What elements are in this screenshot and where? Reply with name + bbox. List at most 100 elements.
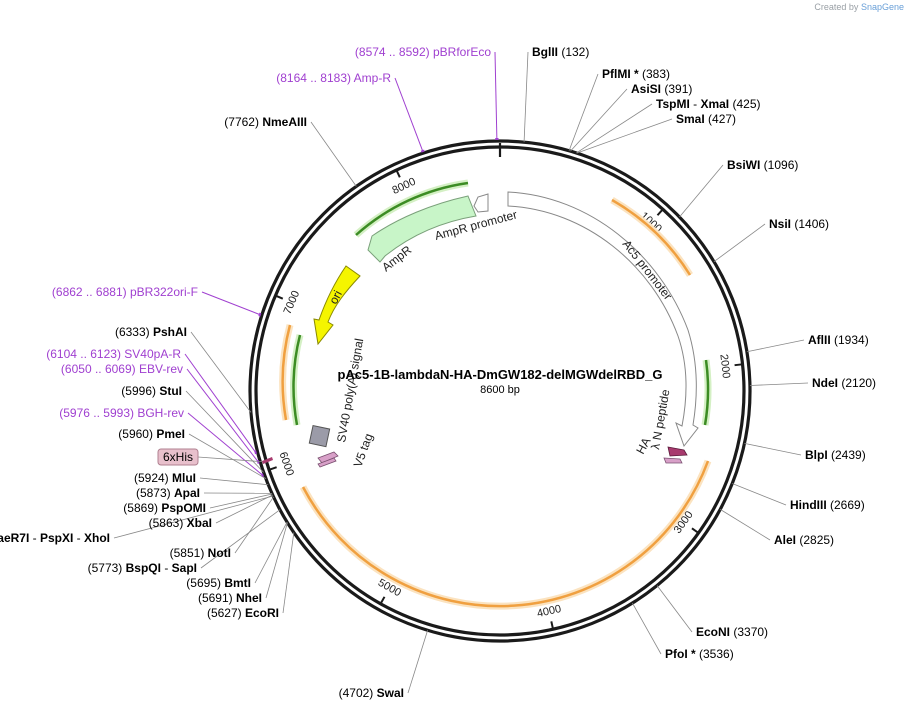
ruler-tick-8000 xyxy=(396,170,399,177)
enzyme-label-part: (2825) xyxy=(796,533,834,547)
primer-label: (8164 .. 8183) Amp-R xyxy=(276,71,391,85)
enzyme-label-part: BsiWI xyxy=(727,158,760,172)
feature-label-v5: V5 tag xyxy=(351,432,376,469)
ampr-promoter-arrow xyxy=(474,194,488,212)
enzyme-label-part: TspMI xyxy=(656,97,690,111)
enzyme-label-part: (5691) xyxy=(198,591,236,605)
enzyme-leader-line xyxy=(408,630,428,693)
primer-leader-line xyxy=(202,292,260,315)
enzyme-leader-line xyxy=(255,522,287,583)
enzyme-site-label: SmaI (427) xyxy=(676,112,736,126)
enzyme-label-part: BglII xyxy=(532,45,558,59)
primer-name: SV40pA-R xyxy=(124,347,181,361)
enzyme-site-label: AsiSI (391) xyxy=(631,82,692,96)
enzyme-label-part: MluI xyxy=(172,471,196,485)
enzyme-site-label: PflMI * (383) xyxy=(602,67,670,81)
enzyme-site-label: (4702) SwaI xyxy=(339,686,404,700)
sv40-signal-box xyxy=(309,426,329,447)
lambda-n-arrow xyxy=(664,458,682,463)
enzyme-leader-line xyxy=(191,332,251,412)
primer-name: EBV-rev xyxy=(139,362,183,376)
enzyme-label-part: HindIII xyxy=(790,498,827,512)
enzyme-label-part: PflMI * xyxy=(602,67,639,81)
primer-range: (6104 .. 6123) xyxy=(46,347,124,361)
enzyme-label-part: (383) xyxy=(639,67,670,81)
enzyme-leader-line xyxy=(714,224,765,262)
plasmid-size: 8600 bp xyxy=(480,384,520,396)
enzyme-label-part: NheI xyxy=(236,591,262,605)
enzyme-label-part: (5695) xyxy=(186,576,224,590)
enzyme-label-part: (391) xyxy=(661,82,692,96)
primer-mark xyxy=(262,474,263,477)
enzyme-leader-line xyxy=(200,478,268,485)
enzyme-label-part: NdeI xyxy=(812,376,838,390)
enzyme-site-label: (5851) NotI xyxy=(170,546,231,560)
ruler-tick-label: 8000 xyxy=(390,176,417,197)
enzyme-site-label: (5863) XbaI xyxy=(149,516,212,530)
enzyme-label-part: PspOMI xyxy=(161,501,206,515)
primer-range: (8574 .. 8592) xyxy=(355,45,433,59)
ac5-promoter-arrow xyxy=(508,192,698,446)
ruler-tick-label: 6000 xyxy=(277,450,296,477)
enzyme-leader-line xyxy=(657,585,692,632)
ruler-tick-label: 2000 xyxy=(717,353,732,379)
enzyme-label-part: (5773) xyxy=(88,561,126,575)
primer-mark xyxy=(258,460,259,463)
enzyme-label-part: (7762) xyxy=(224,115,262,129)
enzyme-label-part: (5996) xyxy=(121,384,159,398)
primer-name: Amp-R xyxy=(354,71,392,85)
enzyme-label-part: BlpI xyxy=(805,448,828,462)
enzyme-label-part: PmeI xyxy=(156,427,185,441)
enzyme-site-label: BlpI (2439) xyxy=(805,448,866,462)
enzyme-label-part: (5627) xyxy=(207,606,245,620)
primer-name: pBRforEco xyxy=(433,45,491,59)
plasmid-name: pAc5-1B-lambdaN-HA-DmGW182-delMGWdelRBD_… xyxy=(337,367,662,382)
enzyme-label-part: PspXI xyxy=(40,531,73,545)
enzyme-label-part: (1934) xyxy=(831,333,869,347)
enzyme-label-part: (3536) xyxy=(696,647,734,661)
enzyme-label-part: (2669) xyxy=(827,498,865,512)
primer-range: (6050 .. 6069) xyxy=(61,362,139,376)
ruler-tick-3000 xyxy=(692,528,699,533)
enzyme-label-part: StuI xyxy=(159,384,182,398)
enzyme-label-part: (2120) xyxy=(838,376,876,390)
enzyme-site-label: (5924) MluI xyxy=(134,471,196,485)
primer-mark xyxy=(259,313,260,316)
his-tag-badge: 6xHis xyxy=(158,449,198,465)
primer-leader-line xyxy=(395,78,423,151)
enzyme-label-part: (427) xyxy=(705,112,736,126)
credit-prefix: Created by xyxy=(814,2,858,12)
primer-label: (6050 .. 6069) EBV-rev xyxy=(61,362,183,376)
primer-label: (6862 .. 6881) pBR322ori-F xyxy=(52,285,198,299)
enzyme-site-label: AleI (2825) xyxy=(774,533,834,547)
enzyme-site-label: HindIII (2669) xyxy=(790,498,865,512)
enzyme-label-part: (5924) xyxy=(134,471,172,485)
primer-label: (8574 .. 8592) pBRforEco xyxy=(355,45,491,59)
enzyme-label-part: EcoRI xyxy=(245,606,279,620)
primer-range: (6862 .. 6881) xyxy=(52,285,130,299)
enzyme-label-part: NotI xyxy=(208,546,231,560)
enzyme-site-label: (5773) BspQI - SapI xyxy=(88,561,197,575)
primer-mark xyxy=(421,151,424,152)
enzyme-label-part: PaeR7I xyxy=(0,531,29,545)
enzyme-label-part: - xyxy=(690,97,701,111)
enzyme-label-part: SmaI xyxy=(676,112,705,126)
enzyme-leader-line xyxy=(720,509,770,540)
snapgene-credit: Created by SnapGene xyxy=(814,2,904,12)
ruler-tick-2000 xyxy=(735,364,743,365)
enzyme-leader-line xyxy=(266,523,287,598)
enzyme-label-part: (5960) xyxy=(118,427,156,441)
enzyme-label-part: XbaI xyxy=(187,516,212,530)
enzyme-leader-line xyxy=(576,104,652,153)
enzyme-label-part: XhoI xyxy=(84,531,110,545)
enzyme-label-part: (132) xyxy=(558,45,589,59)
enzyme-site-label: (5691) NheI xyxy=(198,591,262,605)
enzyme-label-part: (4702) xyxy=(339,686,377,700)
enzyme-site-label: BglII (132) xyxy=(532,45,589,59)
enzyme-site-label: (5869) PspOMI xyxy=(123,501,206,515)
enzyme-label-part: (5869) xyxy=(123,501,161,515)
enzyme-leader-line xyxy=(732,484,786,505)
